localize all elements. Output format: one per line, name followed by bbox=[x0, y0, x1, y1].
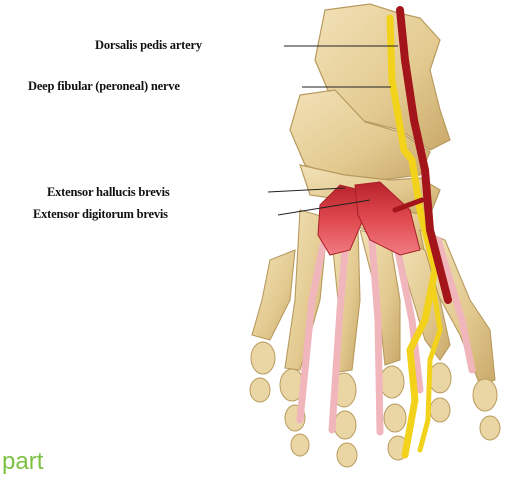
label-extensor-hallucis-brevis: Extensor hallucis brevis bbox=[47, 185, 170, 200]
label-dorsalis-pedis-artery: Dorsalis pedis artery bbox=[95, 38, 202, 53]
footer-text: part bbox=[2, 448, 43, 476]
label-deep-fibular-nerve: Deep fibular (peroneal) nerve bbox=[28, 79, 180, 94]
label-extensor-digitorum-brevis: Extensor digitorum brevis bbox=[33, 207, 168, 222]
